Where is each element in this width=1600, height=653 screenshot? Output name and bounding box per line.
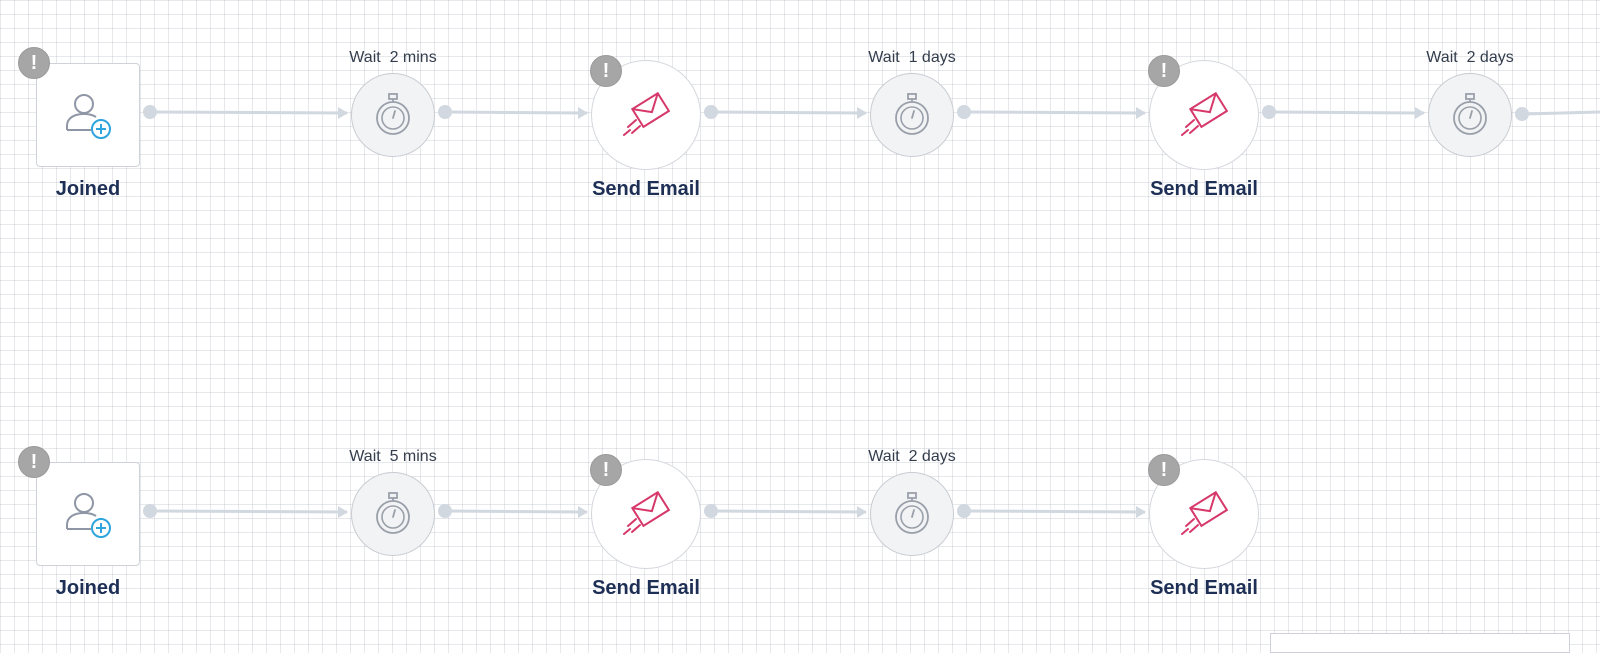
connector-port[interactable] (704, 105, 718, 119)
panel-edge (1270, 633, 1570, 653)
wait-node-shape[interactable] (870, 472, 954, 556)
wait-duration-label: Wait 5 mins (349, 448, 437, 465)
send-email-icon (1181, 91, 1229, 136)
send-email-label: Send Email (592, 178, 700, 200)
warning-icon[interactable]: ! (18, 47, 50, 79)
warning-icon[interactable]: ! (590, 454, 622, 486)
flow-connector (444, 509, 588, 514)
trigger-label: Joined (55, 178, 121, 200)
flow-connector (1268, 110, 1425, 115)
wait-node-shape[interactable] (1428, 73, 1512, 157)
flow-connector (963, 110, 1146, 115)
warning-icon[interactable]: ! (1148, 55, 1180, 87)
send-email-icon (1181, 490, 1229, 535)
trigger-node-shape[interactable] (36, 63, 140, 167)
wait-node-shape[interactable] (870, 73, 954, 157)
stopwatch-icon (895, 492, 929, 534)
wait-node-shape[interactable] (351, 472, 435, 556)
wait-duration-label: Wait 2 days (1426, 49, 1514, 66)
wait-duration-label: Wait 1 days (868, 49, 956, 66)
stopwatch-icon (1453, 93, 1487, 135)
connector-arrowhead (338, 107, 348, 119)
connector-port[interactable] (143, 504, 157, 518)
wait-duration-label: Wait 2 mins (349, 49, 437, 66)
connector-port[interactable] (1262, 105, 1276, 119)
warning-icon[interactable]: ! (1148, 454, 1180, 486)
stopwatch-icon (376, 93, 410, 135)
connector-arrowhead (857, 107, 867, 119)
user-add-icon (66, 94, 111, 139)
stopwatch-icon (895, 93, 929, 135)
connector-arrowhead (1136, 107, 1146, 119)
connector-port[interactable] (957, 504, 971, 518)
connector-arrowhead (578, 506, 588, 518)
flow-connector (149, 110, 348, 115)
send-email-icon (623, 490, 671, 535)
trigger-node-shape[interactable] (36, 462, 140, 566)
flow-connector-tail (1521, 110, 1600, 116)
email-node-shape[interactable] (591, 459, 701, 569)
send-email-label: Send Email (1150, 178, 1258, 200)
flow-connector (710, 509, 867, 514)
connector-arrowhead (578, 107, 588, 119)
send-email-icon (623, 91, 671, 136)
flow-connector (710, 110, 867, 115)
warning-icon[interactable]: ! (18, 446, 50, 478)
flow-connector (963, 509, 1146, 514)
connector-arrowhead (1415, 107, 1425, 119)
connector-port[interactable] (1515, 107, 1529, 121)
connector-port[interactable] (704, 504, 718, 518)
send-email-label: Send Email (1150, 577, 1258, 599)
connector-port[interactable] (438, 504, 452, 518)
flow-connector (149, 509, 348, 514)
warning-icon[interactable]: ! (590, 55, 622, 87)
wait-duration-label: Wait 2 days (868, 448, 956, 465)
connector-arrowhead (857, 506, 867, 518)
trigger-label: Joined (55, 577, 121, 599)
stopwatch-icon (376, 492, 410, 534)
connector-arrowhead (1136, 506, 1146, 518)
connector-port[interactable] (143, 105, 157, 119)
connector-port[interactable] (438, 105, 452, 119)
connector-arrowhead (338, 506, 348, 518)
connector-port[interactable] (957, 105, 971, 119)
wait-node-shape[interactable] (351, 73, 435, 157)
send-email-label: Send Email (592, 577, 700, 599)
flow-connector (444, 110, 588, 115)
user-add-icon (66, 493, 111, 538)
